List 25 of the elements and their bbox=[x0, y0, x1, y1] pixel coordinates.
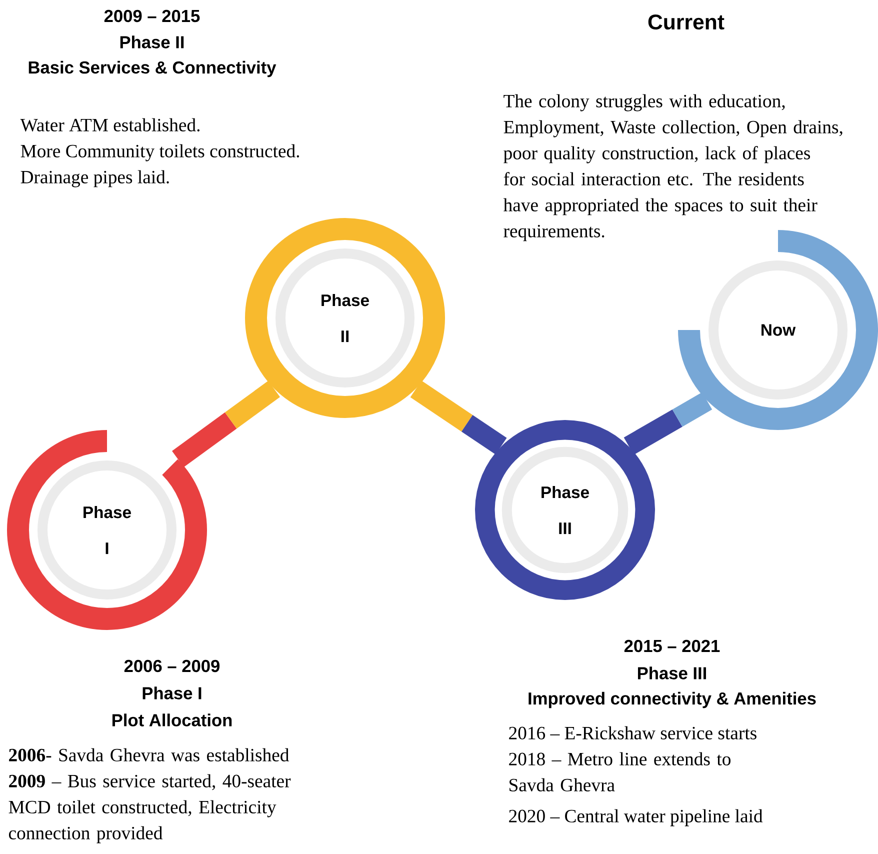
heading: 2009 – 2015 bbox=[104, 10, 200, 22]
phase-ring: Now bbox=[678, 230, 878, 430]
heading: Phase III bbox=[638, 666, 706, 680]
phase-ring: Phase I bbox=[7, 430, 207, 630]
heading: Phase I bbox=[142, 686, 202, 700]
heading: Current bbox=[648, 14, 724, 30]
phase-ring: Phase III bbox=[475, 420, 655, 600]
heading: Plot Allocation bbox=[112, 714, 232, 726]
description-text: 2018 – Metro line extends to Savda Ghevra bbox=[509, 752, 730, 792]
heading: Improved connectivity & Amenities bbox=[528, 692, 816, 708]
heading: 2015 – 2021 bbox=[624, 640, 720, 652]
heading: Basic Services & Connectivity bbox=[28, 60, 276, 78]
phase-ring: Phase II bbox=[245, 218, 445, 418]
description-text: More Community toilets constructed. bbox=[20, 144, 300, 162]
description-text: 2020 – Central water pipeline laid bbox=[509, 809, 763, 826]
heading: 2006 – 2009 bbox=[124, 660, 220, 672]
description-text: Water ATM established. bbox=[20, 118, 200, 132]
description-text: 2009 – Bus service started, 40-seater MCD toilet constructed, Electricity connection provided bbox=[8, 774, 291, 844]
description-text: 2016 – E-Rickshaw service starts bbox=[509, 726, 756, 740]
connector-bar bbox=[624, 392, 712, 455]
connector-bar bbox=[172, 380, 280, 468]
description-text: Drainage pipes laid. bbox=[20, 170, 169, 188]
connector-bar bbox=[410, 380, 507, 454]
description-text: 2006- Savda Ghevra was established bbox=[9, 748, 290, 762]
heading: Phase II bbox=[120, 36, 184, 48]
